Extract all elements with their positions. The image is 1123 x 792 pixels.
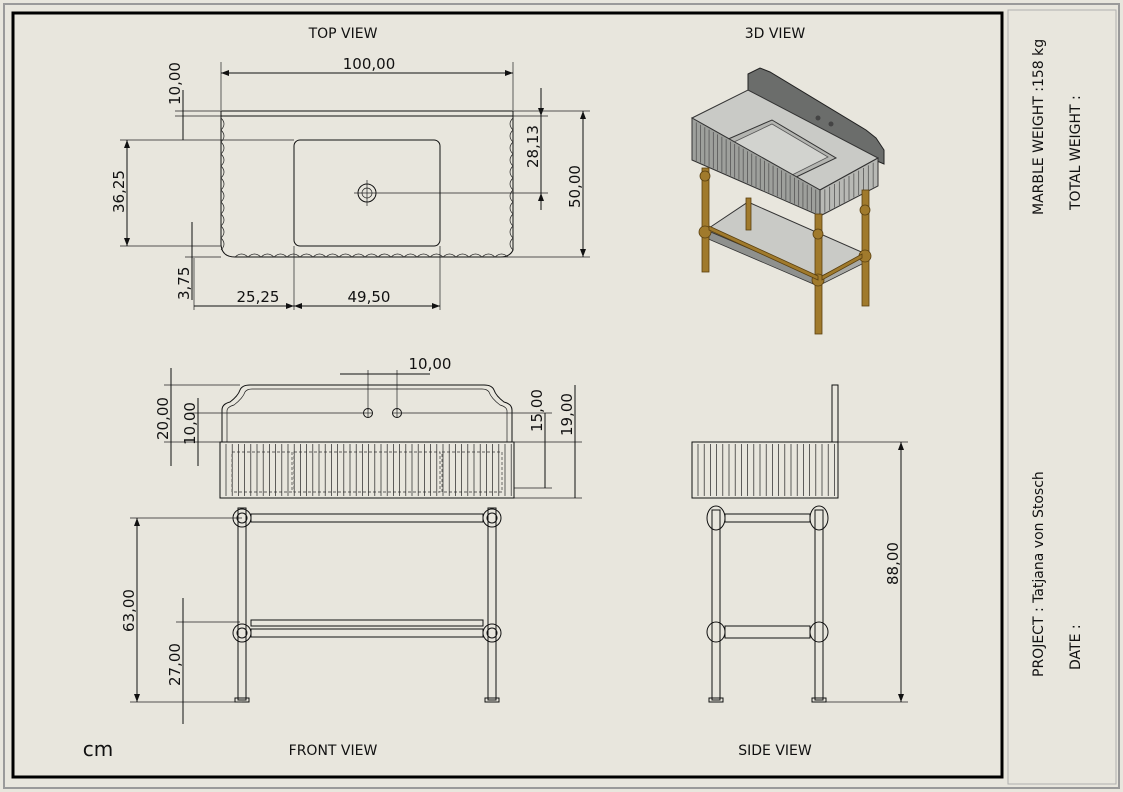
dim-top-width: 100,00 [343, 55, 396, 73]
dim-top-back: 10,00 [166, 62, 184, 105]
total-weight-label: TOTAL WEIGHT : [1068, 95, 1084, 211]
3d-brass-legs [698, 167, 872, 335]
front-view: 10,00 20,00 10,00 15,00 19,00 63,00 27,0… [120, 355, 582, 724]
dim-front-tap-spacing: 10,00 [409, 355, 452, 373]
side-view: 88,00 [691, 384, 908, 703]
project-label: PROJECT : Tatjana von Stosch [1031, 471, 1047, 677]
side-fluted-panel [691, 441, 839, 499]
3d-view [690, 67, 885, 335]
scallop-front-edge [234, 253, 509, 258]
scallop-left-edge [220, 117, 225, 251]
dim-front-top-right: 19,00 [558, 393, 576, 436]
side-backsplash [831, 384, 839, 443]
dim-front-leg-height: 63,00 [120, 589, 138, 632]
3d-view-label: 3D VIEW [745, 26, 806, 42]
dim-top-basin-width: 49,50 [348, 288, 391, 306]
title-block [1007, 9, 1117, 785]
dim-side-total-height: 88,00 [884, 542, 902, 585]
front-stand [225, 497, 508, 703]
marble-weight-label: MARBLE WEIGHT :158 kg [1031, 39, 1047, 215]
dim-top-total-depth: 50,00 [566, 165, 584, 208]
unit-label: cm [83, 737, 113, 761]
dim-top-basin-depth: 36,25 [110, 170, 128, 213]
dim-front-upper-right: 15,00 [528, 389, 546, 432]
side-view-label: SIDE VIEW [738, 743, 812, 759]
top-view: 100,00 10,00 36,25 3,75 25,25 49,50 28,1… [110, 55, 590, 310]
dim-top-basin-offset: 28,13 [524, 125, 542, 168]
dim-top-front-offset: 3,75 [175, 267, 193, 300]
dim-front-shelf-height: 27,00 [166, 643, 184, 686]
dim-front-tap-height: 10,00 [181, 402, 199, 445]
scallop-right-edge [509, 117, 514, 251]
top-view-label: TOP VIEW [308, 26, 378, 42]
front-fluted-panel [219, 441, 515, 499]
drawing-border [11, 11, 1004, 779]
dim-top-left-offset: 25,25 [237, 288, 280, 306]
date-label: DATE : [1068, 624, 1084, 670]
dim-front-splash-height: 20,00 [154, 397, 172, 440]
outer-border [3, 3, 1120, 789]
front-view-label: FRONT VIEW [289, 743, 378, 759]
front-backsplash [221, 384, 513, 442]
side-stand [706, 505, 829, 703]
top-back-ledge [220, 110, 514, 117]
